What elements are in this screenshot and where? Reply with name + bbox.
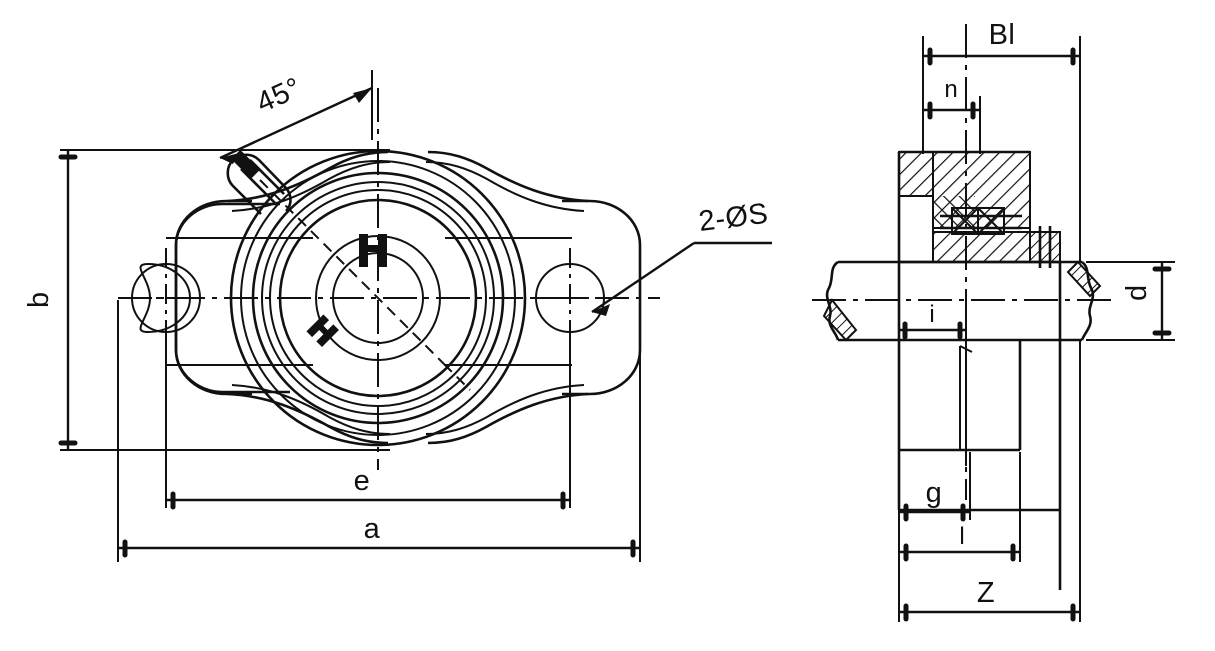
dim-label-e: e: [354, 465, 371, 497]
dimension-g: g: [898, 452, 971, 522]
dim-label-l: l: [959, 523, 964, 550]
dimension-e: e: [165, 332, 571, 510]
flange-flat-edges: [166, 237, 572, 366]
dimension-Z: Z: [898, 340, 1081, 622]
dim-label-n: n: [944, 76, 957, 103]
dim-label-d: d: [1121, 284, 1153, 301]
shaft-break-hatch-left: [822, 298, 858, 342]
dim-label-g: g: [926, 477, 943, 509]
bearing-insert-section: [898, 151, 1061, 268]
rolling-element-detail: [940, 207, 1022, 235]
bore-keyway-marks: [306, 234, 387, 347]
shaft-with-break-lines: [812, 260, 1115, 342]
dimension-d: d: [1086, 261, 1175, 341]
set-screw-45deg-construction: [259, 179, 471, 391]
front-view-group: 45° 2-ØS b: [23, 70, 772, 562]
dimension-l: l: [898, 452, 1021, 562]
dim-label-i: i: [929, 301, 934, 328]
housing-inner-detail: [899, 340, 1022, 466]
dimension-i: i: [898, 300, 967, 350]
dim-label-Z: Z: [977, 577, 995, 609]
dimension-b: b: [23, 149, 390, 451]
dimension-a: a: [117, 300, 641, 562]
dim-label-Bl: Bl: [989, 19, 1016, 51]
dim-label-a: a: [364, 513, 381, 545]
dim-label-45deg: 45°: [252, 72, 306, 120]
shaft-break-hatch-right: [1066, 260, 1102, 298]
dimension-n: n: [922, 76, 981, 154]
dim-label-bolt-spec: 2-ØS: [697, 198, 770, 238]
dim-label-b: b: [23, 291, 55, 308]
dimension-Bl: Bl: [922, 19, 1081, 262]
section-view-group: Bl n d: [812, 19, 1175, 622]
